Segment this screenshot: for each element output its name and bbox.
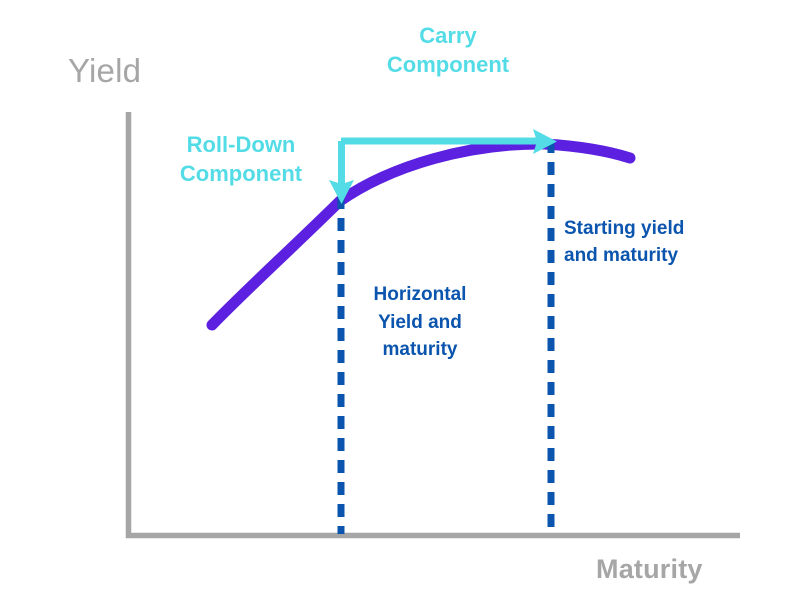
axes-group	[125, 112, 740, 539]
component-arrows-group	[329, 129, 557, 204]
horizontal-yield-and-maturity-label: Horizontal Yield and maturity	[373, 284, 467, 361]
carry-component-label: Carry Component	[386, 23, 510, 78]
starting-yield-and-maturity-label: Starting yield and maturity	[564, 218, 685, 266]
roll-down-component-arrowhead	[329, 180, 354, 204]
y-axis-title: Yield	[68, 52, 142, 89]
x-axis-title: Maturity	[596, 554, 703, 584]
yield-curve-path	[206, 138, 636, 331]
yield-curve-group	[206, 138, 636, 331]
marker-lines-group	[337, 140, 555, 534]
roll-down-component-label: Roll-Down Component	[179, 132, 303, 187]
carry-component-arrowhead	[533, 129, 557, 154]
